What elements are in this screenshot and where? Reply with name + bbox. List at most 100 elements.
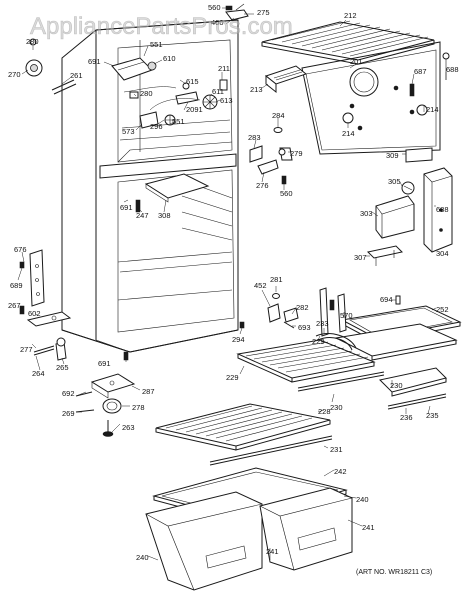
evaporator-cover bbox=[301, 41, 450, 155]
part-label: 240 bbox=[136, 553, 149, 562]
watermark: AppliancePartsPros.com bbox=[30, 13, 293, 40]
part-label: 692 bbox=[62, 389, 75, 398]
part-label: 230 bbox=[330, 403, 343, 412]
part-label: 278 bbox=[132, 403, 145, 412]
part-label: 282 bbox=[296, 303, 309, 312]
part-label: 296 bbox=[150, 122, 163, 131]
crisper-drawers bbox=[145, 487, 353, 591]
part-label: 280 bbox=[26, 37, 39, 46]
wire-shelf-229 bbox=[236, 339, 376, 383]
freezer-controls bbox=[25, 38, 228, 129]
part-label: 270 bbox=[8, 70, 21, 79]
part-label: 280 bbox=[140, 89, 153, 98]
part-label: 694 bbox=[380, 295, 393, 304]
part-label: 252 bbox=[436, 305, 449, 314]
part-label: 602 bbox=[28, 309, 41, 318]
crisper-frame-231 bbox=[209, 435, 333, 466]
part-label: 261 bbox=[70, 71, 83, 80]
part-label: 264 bbox=[32, 369, 45, 378]
part-label: 263 bbox=[122, 423, 135, 432]
part-label: 212 bbox=[344, 11, 357, 20]
part-label: 687 bbox=[414, 67, 427, 76]
left-hinge-parts bbox=[19, 249, 72, 327]
part-label: 551 bbox=[172, 117, 185, 126]
part-label: 247 bbox=[136, 211, 149, 220]
part-label: 691 bbox=[98, 359, 111, 368]
part-label: 276 bbox=[256, 181, 269, 190]
part-label: 304 bbox=[436, 249, 449, 258]
cabinet bbox=[61, 19, 239, 353]
leveling-legs bbox=[33, 337, 67, 361]
part-label: 287 bbox=[142, 387, 155, 396]
part-label: 279 bbox=[290, 149, 303, 158]
crisper-cover-228 bbox=[155, 403, 331, 451]
part-label: 611 bbox=[212, 87, 224, 96]
part-label: 452 bbox=[254, 281, 267, 290]
freezer-inner-shelf-308 bbox=[135, 173, 210, 213]
part-label: 265 bbox=[56, 363, 69, 372]
misc-fasteners bbox=[239, 293, 299, 329]
part-label: 213 bbox=[250, 85, 263, 94]
part-label: 241 bbox=[266, 547, 279, 556]
part-label: 307 bbox=[354, 253, 367, 262]
part-label: 303 bbox=[360, 209, 373, 218]
part-label: 267 bbox=[8, 301, 21, 310]
center-small-parts bbox=[249, 127, 293, 185]
bottom-screw-691 bbox=[123, 351, 129, 361]
part-label: 275 bbox=[257, 8, 270, 17]
part-label: 570 bbox=[340, 311, 353, 320]
light-assembly bbox=[366, 167, 453, 266]
part-label: 560 bbox=[208, 3, 221, 12]
part-label: 269 bbox=[62, 409, 75, 418]
part-label: 211 bbox=[218, 64, 230, 73]
part-label: 2091 bbox=[186, 105, 203, 114]
part-label: 236 bbox=[400, 413, 413, 422]
part-label: 230 bbox=[390, 381, 403, 390]
control-housing-213 bbox=[264, 65, 308, 94]
freezer-wire-shelf bbox=[261, 20, 435, 65]
part-label: 228 bbox=[318, 407, 331, 416]
part-label: 615 bbox=[186, 77, 199, 86]
shelf-rails-233-570 bbox=[315, 287, 357, 351]
part-label: 573 bbox=[122, 127, 135, 136]
part-label: 688 bbox=[446, 65, 459, 74]
part-label: 560 bbox=[280, 189, 293, 198]
leader-lines bbox=[17, 7, 447, 561]
part-label: 201 bbox=[350, 57, 363, 66]
part-label: 233 bbox=[316, 319, 329, 328]
part-label: 281 bbox=[270, 275, 283, 284]
part-label: 284 bbox=[272, 111, 285, 120]
part-label: 305 bbox=[388, 177, 401, 186]
part-label: 294 bbox=[232, 335, 245, 344]
art-number: (ART NO. WR18211 C3) bbox=[356, 569, 432, 576]
label-plate-309 bbox=[405, 147, 433, 163]
shelf-frames-230 bbox=[297, 367, 447, 410]
part-label: 241 bbox=[362, 523, 375, 532]
part-label: 231 bbox=[330, 445, 343, 454]
glass-shelf-252b bbox=[334, 323, 458, 361]
top-hinge-parts bbox=[225, 3, 249, 21]
part-label: 610 bbox=[163, 54, 176, 63]
part-label: 693 bbox=[298, 323, 311, 332]
part-label: 689 bbox=[10, 281, 23, 290]
part-label: 229 bbox=[226, 373, 239, 382]
part-label: 688 bbox=[436, 205, 449, 214]
part-labels: 560 275 212 280 460 270 261 551 691 610 … bbox=[8, 3, 459, 562]
part-label: 308 bbox=[158, 211, 171, 220]
part-label: 676 bbox=[14, 245, 27, 254]
part-label: 242 bbox=[334, 467, 347, 476]
part-label: 309 bbox=[386, 151, 399, 160]
part-label: 283 bbox=[248, 133, 261, 142]
part-label: 460 bbox=[211, 18, 224, 27]
part-label: 613 bbox=[220, 96, 233, 105]
part-label: 240 bbox=[356, 495, 369, 504]
part-label: 691 bbox=[120, 203, 133, 212]
part-label: 214 bbox=[426, 105, 439, 114]
part-label: 229 bbox=[312, 337, 325, 346]
roller-bracket-parts bbox=[75, 373, 136, 437]
part-label: 551 bbox=[150, 40, 163, 49]
part-label: 235 bbox=[426, 411, 439, 420]
part-label: 691 bbox=[88, 57, 101, 66]
part-694 bbox=[395, 295, 401, 305]
